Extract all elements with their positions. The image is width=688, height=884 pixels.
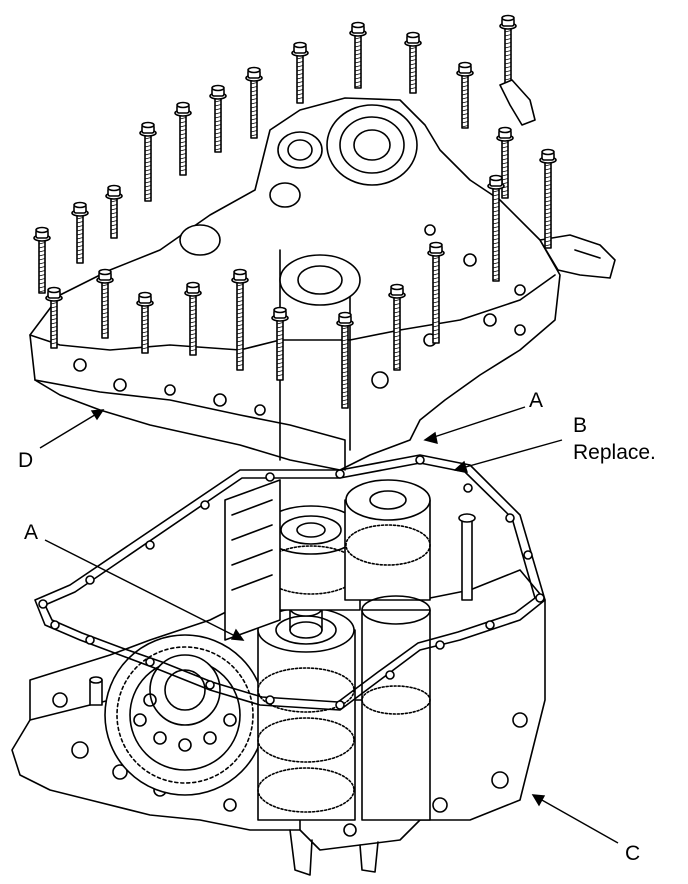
bolt	[496, 126, 514, 199]
bolt	[404, 31, 422, 94]
callout-d: D	[18, 449, 34, 472]
callout-a-top: A	[529, 389, 544, 412]
bolt	[96, 268, 114, 339]
bolt	[184, 281, 202, 356]
bolt	[71, 201, 89, 264]
gasket-b	[34, 454, 546, 711]
bolt	[231, 268, 249, 371]
bolt	[271, 306, 289, 381]
bolt	[336, 311, 354, 409]
bolt	[105, 184, 123, 239]
bolt	[487, 174, 505, 282]
bolt-set	[33, 14, 557, 409]
bolt	[209, 84, 227, 153]
bolt	[388, 283, 406, 371]
gear-stack-rear	[261, 479, 431, 821]
bolt	[499, 14, 517, 89]
bolt	[45, 286, 63, 349]
leader-lines	[39, 406, 619, 844]
bolt	[136, 291, 154, 354]
gear-assembly	[89, 634, 266, 796]
callout-b: B	[573, 414, 588, 437]
bolt	[427, 241, 445, 344]
callout-a-bottom: A	[24, 521, 39, 544]
callout-c: C	[625, 842, 641, 865]
transmission-case-d	[29, 97, 616, 471]
bolt	[139, 121, 157, 202]
bolt	[456, 61, 474, 129]
bolt	[291, 41, 309, 104]
bolt	[539, 148, 557, 249]
shift-housing	[224, 479, 281, 641]
bolt	[174, 101, 192, 176]
bolt	[33, 226, 51, 294]
bolt	[245, 66, 263, 139]
callout-b-replace-note: Replace.	[573, 441, 656, 464]
bolt	[349, 21, 367, 89]
harness-bracket	[499, 79, 536, 126]
